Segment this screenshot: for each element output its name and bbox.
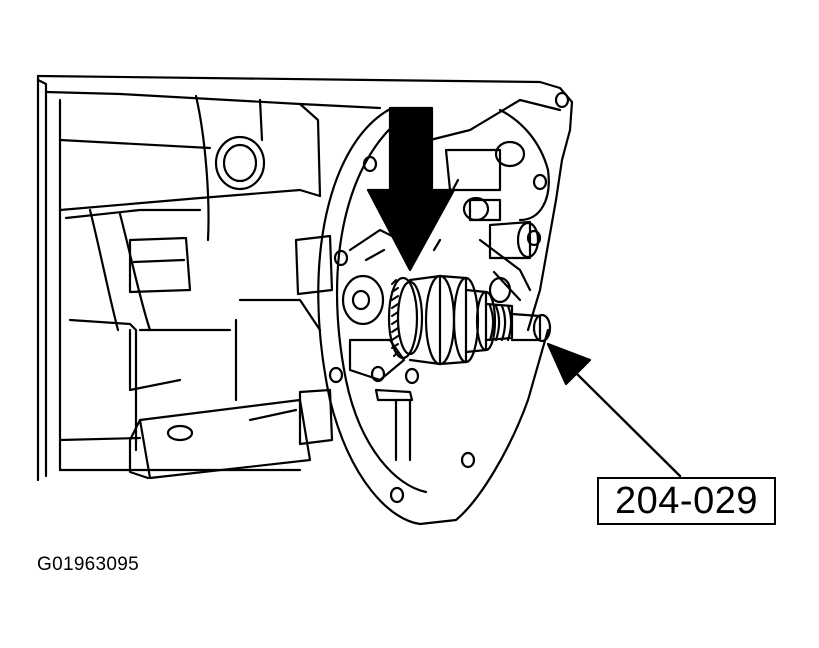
bellhousing-flange [317, 91, 570, 526]
transmission-case [36, 74, 574, 482]
figure-id-label: G01963095 [37, 554, 140, 575]
tool-assembly [408, 274, 552, 366]
down-arrow-icon [366, 106, 456, 272]
part-number-label: 204-029 [615, 480, 758, 522]
input-gear [387, 276, 424, 360]
pump-assembly [341, 228, 420, 462]
callout-arrow-icon [546, 342, 682, 478]
part-number-callout: 204-029 [597, 477, 776, 525]
